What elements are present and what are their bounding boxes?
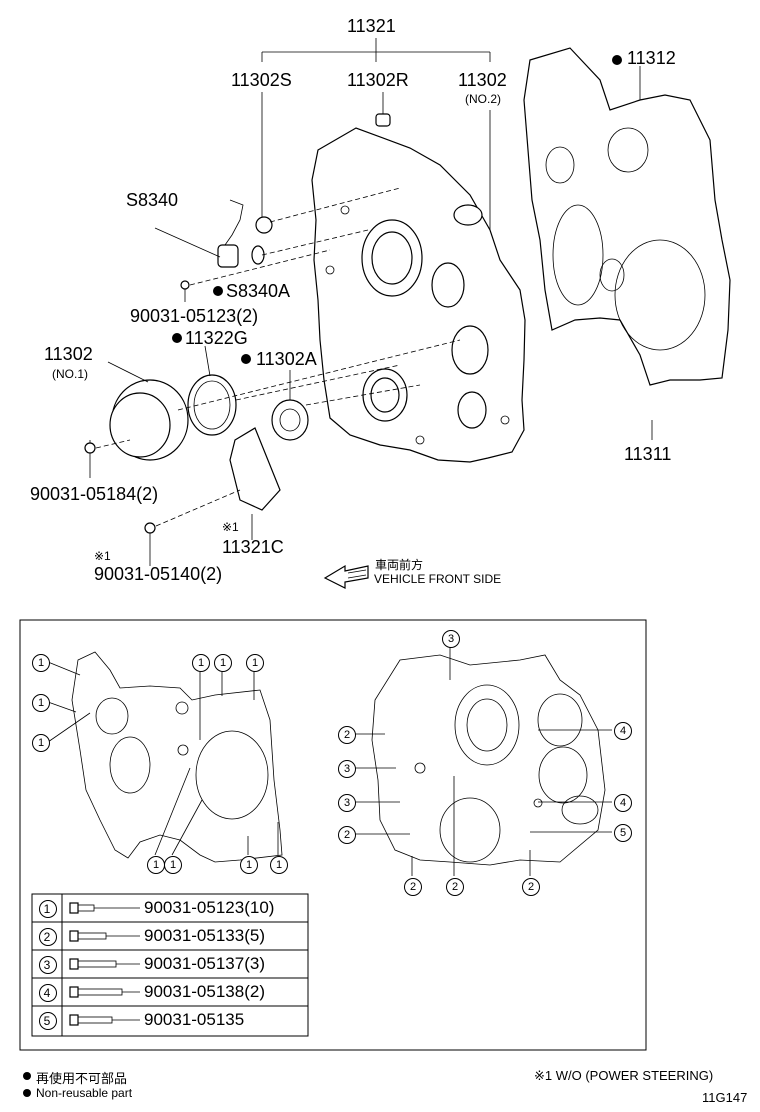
legend-jp: 再使用不可部品 [36, 1071, 128, 1086]
bolt-part-5: 90031-05135 [144, 1010, 245, 1029]
detail-callout-17: 2 [522, 878, 540, 896]
bolt-part-1: 90031-05123(10) [144, 898, 275, 917]
label-11322g: 11322G [185, 328, 248, 348]
detail-leaders [47, 646, 612, 876]
label-11302s: 11302S [231, 70, 292, 90]
bolt-table-numbers: 1 2 3 4 5 [33, 895, 61, 1035]
label-11302a: 11302A [256, 349, 317, 369]
bolt-table-parts: 90031-05123(10) 90031-05133(5) 90031-051… [144, 897, 274, 1037]
label-11302r: 11302R [347, 70, 409, 90]
bolt-table [31, 893, 309, 1037]
label-mark1-b: ※1 [94, 549, 111, 563]
sensor-s8340 [217, 199, 273, 268]
detail-callout-5: 1 [246, 654, 264, 672]
detail-callout-8: 1 [240, 856, 258, 874]
label-90031-05123: 90031-05123(2) [130, 306, 259, 326]
detail-callout-7: 1 [164, 856, 182, 874]
o-ring-11322g [187, 374, 237, 436]
detail-callout-20: 5 [614, 824, 632, 842]
detail-callout-13: 3 [338, 794, 356, 812]
detail-callout-1: 1 [32, 694, 50, 712]
diagram-code: 11G147 [702, 1090, 748, 1105]
detail-callout-3: 1 [192, 654, 210, 672]
bolt-num-2: 2 [33, 923, 61, 951]
bolt-num-1: 1 [33, 895, 61, 923]
detail-box [19, 619, 647, 1051]
front-label-en: VEHICLE FRONT SIDE [374, 572, 502, 586]
label-s8340a: S8340A [226, 281, 291, 301]
detail-gasket [71, 651, 283, 863]
label-mark1-a: ※1 [222, 520, 239, 534]
detail-callout-4: 1 [214, 654, 232, 672]
detail-callout-18: 4 [614, 722, 632, 740]
label-no2: (NO.2) [465, 92, 501, 106]
bolt-num-3: 3 [33, 951, 61, 979]
bolt-part-3: 90031-05137(3) [144, 954, 265, 973]
cover-no1 [109, 379, 189, 461]
bolt-part-4: 90031-05138(2) [144, 982, 265, 1001]
bolt-num-4: 4 [33, 979, 61, 1007]
label-11312: 11312 [627, 48, 676, 68]
detail-callout-6: 1 [147, 856, 165, 874]
detail-callout-16: 2 [446, 878, 464, 896]
front-arrow-icon [323, 564, 369, 589]
label-11302-no2: 11302 [458, 70, 507, 90]
label-s8340: S8340 [126, 190, 179, 210]
label-90031-05184: 90031-05184(2) [30, 484, 159, 504]
detail-callout-14: 2 [338, 826, 356, 844]
label-90031-05140: 90031-05140(2) [94, 564, 223, 584]
gasket-11311 [523, 47, 731, 386]
detail-cover [371, 654, 606, 866]
detail-callout-12: 3 [338, 760, 356, 778]
oil-seal-11302a [271, 399, 309, 441]
detail-callout-15: 2 [404, 878, 422, 896]
label-11321c: 11321C [222, 537, 284, 557]
plate-11321c [229, 427, 281, 511]
detail-callout-11: 2 [338, 726, 356, 744]
detail-callout-10: 3 [442, 630, 460, 648]
front-label-jp: 車両前方 [375, 558, 424, 572]
detail-callout-0: 1 [32, 654, 50, 672]
timing-cover [311, 127, 526, 463]
bolt-part-2: 90031-05133(5) [144, 926, 265, 945]
label-11321: 11321 [347, 16, 396, 36]
detail-callout-9: 1 [270, 856, 288, 874]
detail-callout-19: 4 [614, 794, 632, 812]
label-no1: (NO.1) [52, 367, 88, 381]
label-11302-no1: 11302 [44, 344, 93, 364]
legend-en: Non-reusable part [36, 1086, 133, 1100]
bolt-num-5: 5 [33, 1007, 61, 1035]
label-11311: 11311 [624, 444, 672, 464]
detail-callout-2: 1 [32, 734, 50, 752]
legend-note: ※1 W/O (POWER STEERING) [534, 1068, 714, 1083]
